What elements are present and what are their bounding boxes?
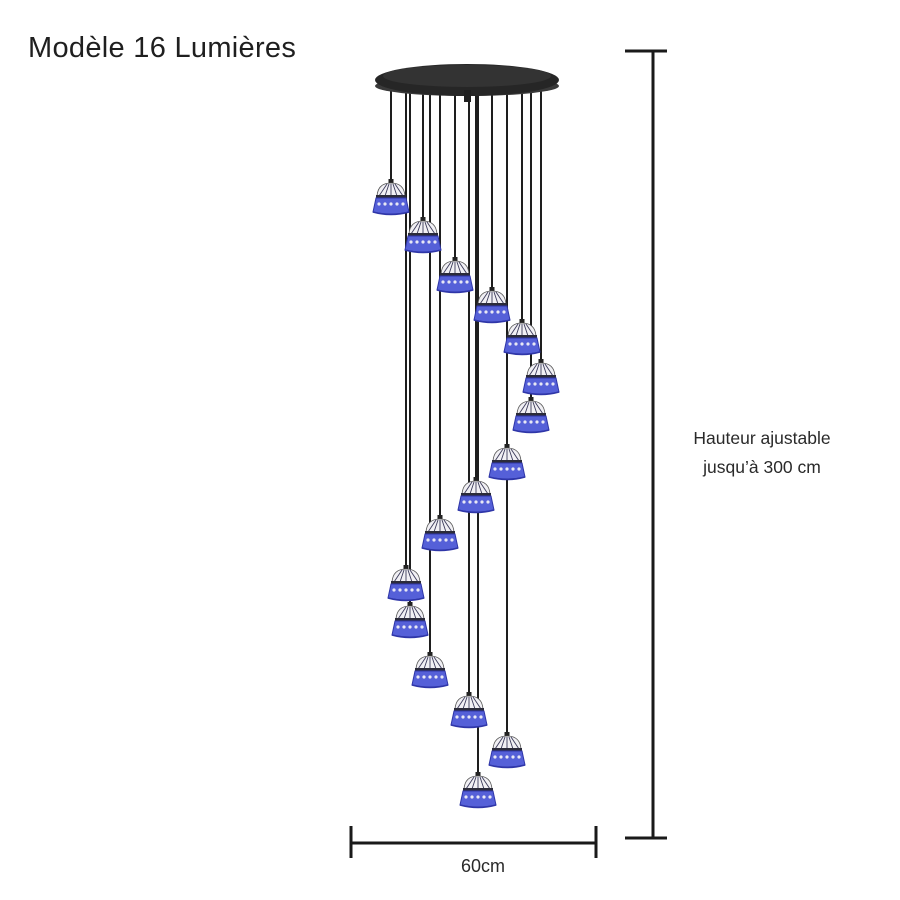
- pendant-shade-icon: [391, 602, 429, 639]
- pendant-shade-icon: [488, 444, 526, 481]
- width-dimension-line: [349, 826, 598, 858]
- height-dimension-line: [625, 49, 667, 840]
- pendant-shade-icon: [450, 692, 488, 729]
- pendant-shade-icon: [436, 257, 474, 294]
- pendant-shade-icon: [372, 179, 410, 216]
- pendant-cords: [390, 90, 542, 775]
- width-label: 60cm: [460, 856, 505, 876]
- pendant-shade-icon: [503, 319, 541, 356]
- pendant-shade-icon: [522, 359, 560, 396]
- pendant-shade-icon: [387, 565, 425, 602]
- height-label-line1: Hauteur ajustable: [693, 428, 831, 448]
- pendant-shade-icon: [404, 217, 442, 254]
- pendant-shade-icon: [473, 287, 511, 324]
- pendant-shades: [372, 179, 560, 809]
- pendant-shade-icon: [457, 477, 495, 514]
- pendant-shade-icon: [488, 732, 526, 769]
- ceiling-canopy-icon: [375, 64, 559, 102]
- pendant-shade-icon: [459, 772, 497, 809]
- height-label: Hauteur ajustable jusqu’à 300 cm: [662, 424, 862, 482]
- pendant-shade-icon: [411, 652, 449, 689]
- page-title: Modèle 16 Lumières: [28, 32, 297, 64]
- height-label-line2: jusqu’à 300 cm: [703, 457, 821, 477]
- pendant-shade-icon: [421, 515, 459, 552]
- pendant-shade-icon: [512, 397, 550, 434]
